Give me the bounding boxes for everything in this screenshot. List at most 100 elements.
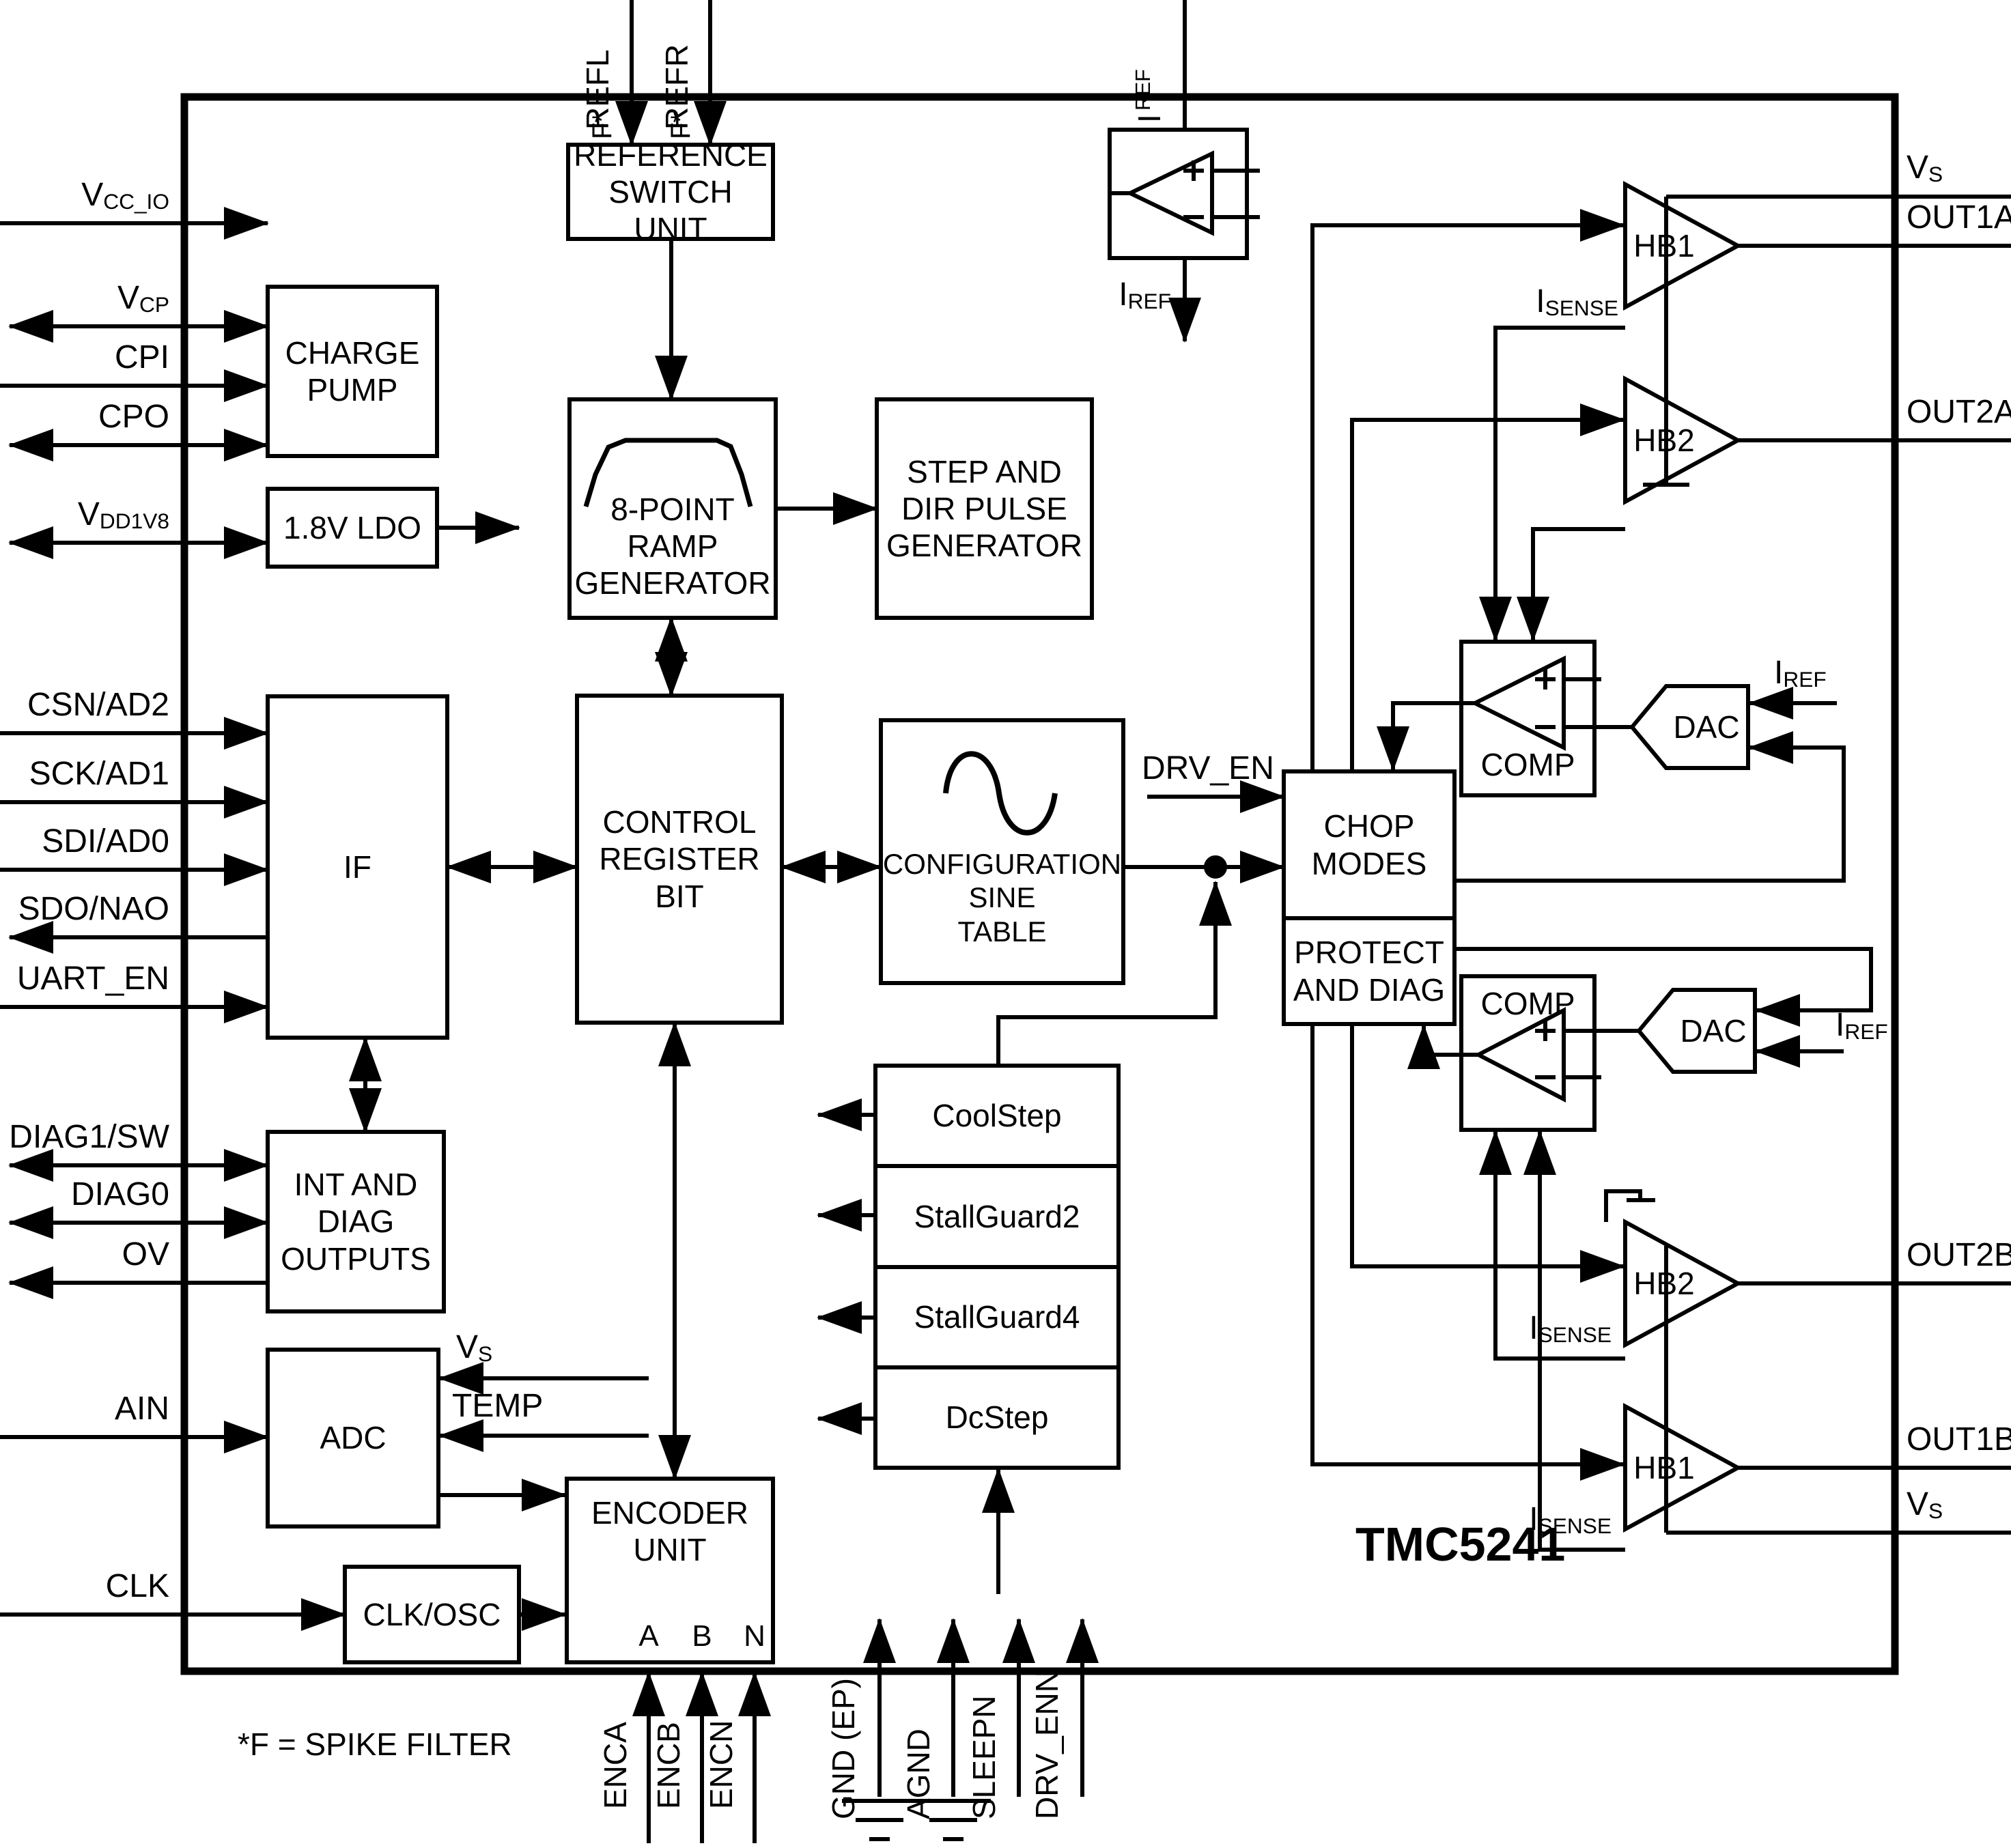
chip-title: TMC5241 <box>1355 1518 1566 1571</box>
signal-label-iref-dac1: IREF <box>1774 655 1827 692</box>
pin-label-vcp: VCP <box>117 280 169 317</box>
signal-label-vs-adc: VS <box>456 1329 493 1367</box>
dcstep-label: DcStep <box>945 1399 1049 1436</box>
chop-to-hb1-top <box>1310 209 1625 771</box>
hb1-top-label: HB1 <box>1633 227 1695 264</box>
int-diag-label: INT AND DIAG OUTPUTS <box>281 1167 431 1277</box>
comp1-triangle <box>1470 655 1566 751</box>
encoder-box <box>565 1477 775 1664</box>
charge-pump-box <box>266 285 439 458</box>
junction-dot <box>1204 855 1227 879</box>
comp1-box <box>1459 640 1597 797</box>
ramp-curve-icon <box>583 438 753 507</box>
pin-label-vs-top: VS <box>1907 150 1943 187</box>
pin-label-sck-ad1: SCK/AD1 <box>29 756 169 792</box>
ramp-generator-box <box>567 397 778 620</box>
vs-top-rail <box>1643 197 1689 487</box>
signal-label-isense-hb1b: ISENSE <box>1529 1501 1612 1539</box>
signal-label-drv-en: DRV_EN <box>1142 750 1274 786</box>
isense-hb1-bottom <box>1523 1130 1625 1552</box>
signal-label-iref-out: IREF <box>1119 276 1171 314</box>
encoder-label: ENCODER UNIT <box>591 1494 749 1567</box>
pin-label-vs-bottom: VS <box>1907 1486 1943 1524</box>
pin-label-out1b: OUT1B <box>1907 1421 2011 1458</box>
isense-hb2-top <box>1517 527 1625 642</box>
hb1-top-triangle <box>1623 180 1743 311</box>
dac1-feedback <box>1454 731 1846 883</box>
dac2-label: DAC <box>1680 1012 1747 1049</box>
signal-label-isense-hb2b: ISENSE <box>1529 1310 1612 1348</box>
spike-filter-marker-right: F* <box>666 112 696 139</box>
pin-label-drv-enn: DRV_ENN <box>1029 1670 1065 1819</box>
pin-label-out2a: OUT2A <box>1907 394 2011 430</box>
chip-border <box>180 93 1899 1675</box>
isense-hb2-bottom <box>1479 1130 1625 1361</box>
step-dir-label: STEP AND DIR PULSE GENERATOR <box>886 453 1083 564</box>
pin-label-diag1-sw: DIAG1/SW <box>9 1119 169 1155</box>
pin-label-encn: ENCN <box>703 1720 739 1809</box>
pin-label-gnd-ep: GND (EP) <box>826 1678 861 1819</box>
dac2-shape <box>1636 988 1757 1074</box>
protect-diag-box <box>1282 916 1457 1026</box>
coolstep-label: CoolStep <box>932 1098 1062 1134</box>
pin-label-csn-ad2: CSN/AD2 <box>27 687 169 723</box>
hb2-bottom-triangle <box>1623 1218 1743 1349</box>
pin-label-uart-en: UART_EN <box>16 961 169 997</box>
signal-label-iref-dac2: IREF <box>1836 1007 1888 1044</box>
reference-switch-label: REFERENCE SWITCH UNIT <box>574 137 768 247</box>
gnd-flag-bottom-hb2 <box>1604 1189 1655 1222</box>
amp-input-stubs <box>1110 169 1260 219</box>
int-diag-box <box>266 1130 446 1313</box>
signal-label-isense-top: ISENSE <box>1536 283 1618 321</box>
pin-label-enca: ENCA <box>597 1722 633 1809</box>
pin-label-agnd: AGND <box>901 1729 936 1819</box>
pin-label-sdo-nao: SDO/NAO <box>18 891 169 927</box>
control-register-label: CONTROL REGISTER BIT <box>599 804 760 914</box>
hb2-top-triangle <box>1623 375 1743 506</box>
plus-icon <box>1183 160 1204 181</box>
comp2-triangle <box>1474 1007 1566 1103</box>
pin-label-ov: OV <box>122 1236 169 1273</box>
protect-to-hb2-bottom <box>1350 1024 1625 1283</box>
if-label: IF <box>343 849 371 885</box>
ldo-label: 1.8V LDO <box>283 509 421 545</box>
protect-to-hb1-bottom <box>1310 1024 1625 1481</box>
comp2-input-stubs <box>1564 1029 1639 1079</box>
clk-osc-label: CLK/OSC <box>363 1596 501 1632</box>
adc-label: ADC <box>320 1420 386 1456</box>
reference-switch-box <box>566 143 775 241</box>
stallguard2-label: StallGuard2 <box>914 1198 1080 1234</box>
dac1-label: DAC <box>1673 709 1740 745</box>
pin-label-encb: ENCB <box>651 1722 686 1809</box>
sine-table-label: CONFIGURATION SINE TABLE <box>882 847 1122 948</box>
encoder-pin-n: N <box>744 1619 765 1653</box>
charge-pump-label: CHARGE PUMP <box>285 335 420 408</box>
spike-filter-marker-left: F* <box>587 112 617 139</box>
comp2-to-protect <box>1407 1024 1478 1069</box>
iref-amp-triangle <box>1125 150 1214 236</box>
pin-label-out2b: OUT2B <box>1907 1237 2011 1273</box>
hb1-bottom-triangle <box>1623 1402 1743 1533</box>
pin-label-vdd1v8: VDD1V8 <box>77 496 169 534</box>
ground-icon <box>916 1799 991 1841</box>
chop-modes-label: CHOP MODES <box>1311 808 1427 881</box>
ldo-box <box>266 487 439 569</box>
ramp-generator-label: 8-POINT RAMP GENERATOR <box>574 491 771 601</box>
isense-hb1-top <box>1479 326 1625 642</box>
clk-osc-box <box>343 1565 521 1664</box>
pin-label-diag0: DIAG0 <box>70 1176 169 1212</box>
encoder-pin-b: B <box>692 1619 712 1653</box>
pin-label-ain: AIN <box>114 1391 169 1427</box>
ground-icon <box>842 1799 917 1841</box>
hb2-bottom-label: HB2 <box>1633 1265 1695 1301</box>
dac2-feedback <box>1454 947 1873 1027</box>
hb2-top-label: HB2 <box>1633 422 1695 458</box>
stallguard4-label: StallGuard4 <box>914 1299 1080 1335</box>
signal-label-temp: TEMP <box>452 1388 544 1424</box>
hb1-bottom-label: HB1 <box>1633 1449 1695 1485</box>
modes-riser <box>996 881 1232 1066</box>
pin-label-vcc-io: VCC_IO <box>81 177 169 214</box>
